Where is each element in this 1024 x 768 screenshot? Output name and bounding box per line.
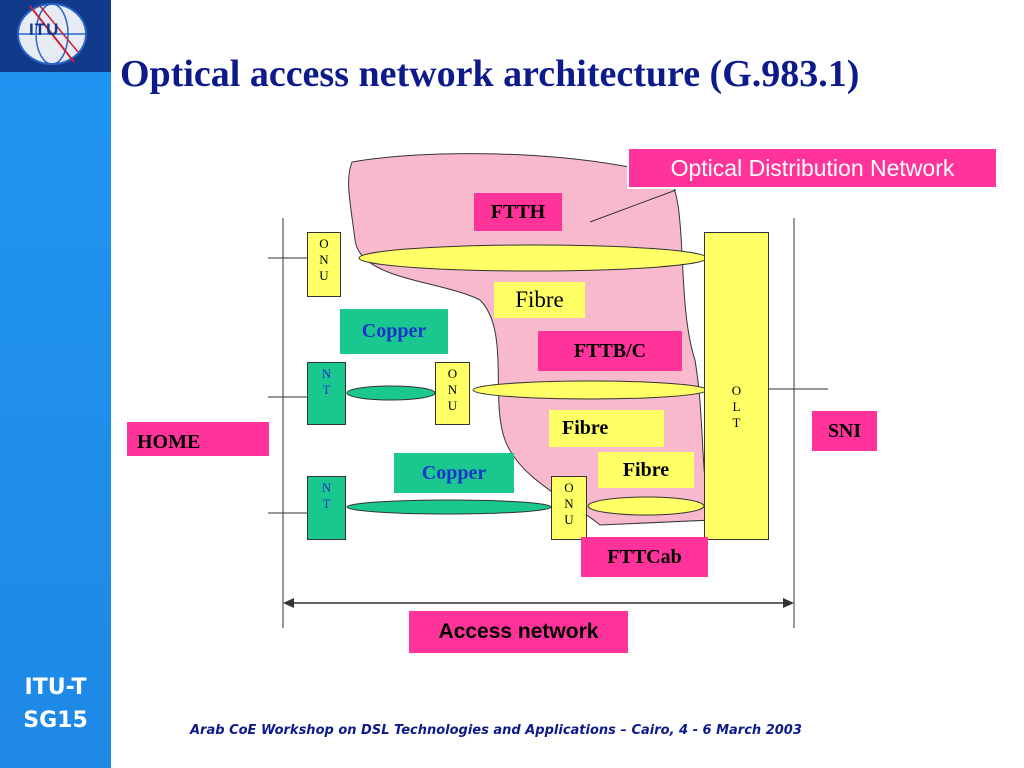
nt-letter: T bbox=[322, 496, 331, 511]
onu-letter: N bbox=[447, 382, 458, 397]
copper-label-1: Copper bbox=[340, 309, 448, 354]
sidebar bbox=[0, 0, 111, 768]
page-title: Optical access network architecture (G.9… bbox=[120, 53, 860, 95]
copper-label-2: Copper bbox=[394, 453, 514, 493]
access-network-label: Access network bbox=[409, 611, 628, 653]
fibre-link-ftth bbox=[358, 244, 708, 272]
onu-letter: O bbox=[447, 366, 458, 381]
ftth-label: FTTH bbox=[474, 193, 562, 231]
nt-box-1: N T bbox=[307, 362, 346, 425]
onu-letter: O bbox=[564, 480, 574, 495]
fttbc-label: FTTB/C bbox=[538, 331, 682, 371]
org-label-itu-t: ITU-T bbox=[24, 675, 87, 700]
olt-letter: L bbox=[732, 399, 741, 414]
olt-box: O L T bbox=[704, 232, 769, 540]
nt-letter: T bbox=[322, 382, 331, 397]
onu-box-fttb: O N U bbox=[435, 362, 470, 425]
onu-box-ftth: O N U bbox=[307, 232, 341, 297]
onu-letter: U bbox=[564, 512, 574, 527]
onu-letter: U bbox=[447, 398, 458, 413]
onu-box-fttcab: O N U bbox=[551, 476, 587, 540]
arrow-head-left bbox=[283, 598, 294, 608]
fibre-label-2: Fibre bbox=[549, 410, 664, 447]
fibre-label-1: Fibre bbox=[494, 282, 585, 318]
org-label-sg15: SG15 bbox=[23, 708, 88, 733]
nt-letter: N bbox=[321, 480, 332, 495]
onu-letter: N bbox=[564, 496, 574, 511]
nt-box-2: N T bbox=[307, 476, 346, 540]
onu-letter: O bbox=[319, 236, 329, 251]
fibre-label-3: Fibre bbox=[598, 452, 694, 488]
odn-leader-line bbox=[589, 189, 677, 223]
onu-letter: U bbox=[319, 268, 329, 283]
footer-text: Arab CoE Workshop on DSL Technologies an… bbox=[190, 723, 802, 738]
fttcab-label: FTTCab bbox=[581, 537, 708, 577]
odn-label: Optical Distribution Network bbox=[627, 147, 998, 189]
olt-letter: T bbox=[732, 415, 741, 430]
globe-icon bbox=[17, 3, 87, 65]
copper-link-2 bbox=[346, 499, 552, 515]
home-label: HOME bbox=[127, 422, 269, 456]
fibre-link-fttcab bbox=[587, 496, 705, 516]
sni-label: SNI bbox=[812, 411, 877, 451]
itu-logo: ITU bbox=[0, 0, 111, 72]
copper-link-1 bbox=[346, 385, 436, 401]
olt-letter: O bbox=[731, 383, 742, 398]
logo-text: ITU bbox=[29, 20, 60, 39]
fibre-link-fttb bbox=[472, 380, 708, 400]
arrow-head-right bbox=[783, 598, 794, 608]
nt-letter: N bbox=[321, 366, 332, 381]
onu-letter: N bbox=[319, 252, 329, 267]
